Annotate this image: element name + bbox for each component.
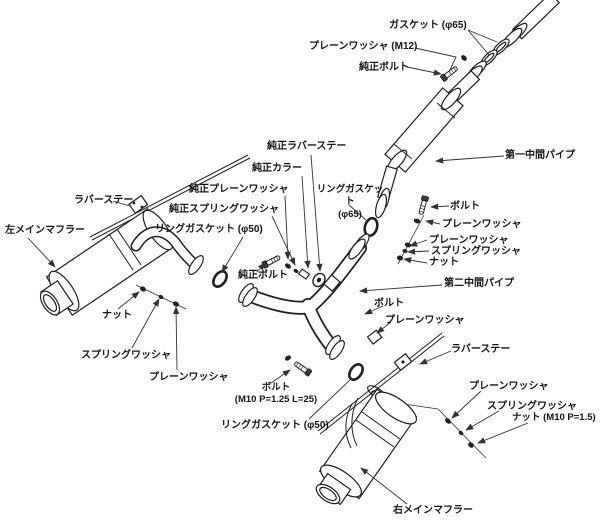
label-left-main-muffler: 左メインマフラー bbox=[5, 225, 85, 236]
left-muffler-inlet-pipe-drawing bbox=[130, 226, 204, 275]
label-oem-plain-washer: 純正プレーンワッシャ bbox=[189, 184, 289, 195]
label-gasket-65: ガスケット (φ65) bbox=[389, 20, 467, 31]
label-oem-bolt-top: 純正ボルト bbox=[359, 62, 409, 73]
flange-fasteners-right-drawing bbox=[396, 195, 430, 265]
leader-lines bbox=[27, 29, 529, 505]
label-bolt-center: ボルト bbox=[374, 298, 404, 309]
label-rubber-stay-right: ラバーステー bbox=[451, 344, 511, 355]
oem-hanger-hardware-drawing bbox=[261, 253, 326, 288]
label-plain-washer-right-1: プレーンワッシャ bbox=[442, 219, 522, 230]
label-ring-gasket-50-left: リングガスケット (φ50) bbox=[155, 224, 263, 235]
right-junction-fasteners-drawing bbox=[396, 402, 487, 459]
label-spring-washer-bottom-left: スプリングワッシャ bbox=[81, 350, 171, 361]
label-plain-washer-right-2: プレーンワッシャ bbox=[429, 235, 509, 246]
first-mid-pipe-drawing bbox=[374, 60, 487, 219]
label-right-main-muffler: 右メインマフラー bbox=[393, 505, 473, 516]
ring-gasket-50-right-drawing bbox=[348, 363, 364, 381]
left-junction-fasteners-drawing bbox=[135, 284, 187, 310]
bolt-m10-drawing bbox=[283, 354, 313, 377]
label-nut-right: ナット bbox=[429, 257, 459, 268]
label-oem-plain-washer-m12: プレーンワッシャ (M12) bbox=[309, 41, 418, 52]
label-oem-rubber-stay: 純正ラバーステー bbox=[267, 141, 347, 152]
label-second-mid-pipe: 第二中間パイプ bbox=[444, 278, 514, 289]
label-ring-gasket-50-bottom: リングガスケット (φ50) bbox=[221, 420, 329, 431]
stay-rod-right-drawing bbox=[317, 329, 445, 435]
label-spring-washer-bottom-right: スプリングワッシャ bbox=[487, 401, 577, 412]
label-nut-m10-bottom-right: ナット (M10 P=1.5) bbox=[512, 412, 596, 423]
label-spring-washer-right: スプリングワッシャ bbox=[431, 246, 521, 257]
label-oem-bolt-center: 純正ボルト bbox=[238, 270, 288, 281]
label-oem-spring-washer: 純正スプリングワッシャ bbox=[169, 204, 279, 215]
second-mid-pipe-drawing bbox=[238, 233, 370, 360]
label-bolt-upper-right: ボルト bbox=[450, 201, 480, 212]
label-rubber-stay-left: ラバーステー bbox=[74, 195, 134, 206]
label-plain-washer-bottom-right: プレーンワッシャ bbox=[469, 381, 549, 392]
label-plain-washer-bottom-left: プレーンワッシャ bbox=[149, 372, 229, 383]
label-bolt-m10-bottom: ボルト (M10 P=1.25 L=25) bbox=[234, 382, 318, 406]
ring-gasket-50-left-drawing bbox=[212, 270, 228, 288]
label-nut-bottom-left: ナット bbox=[102, 310, 132, 321]
label-first-mid-pipe: 第一中間パイプ bbox=[505, 150, 575, 161]
label-ring-gasket-65: リングガスケット (φ65) bbox=[316, 184, 384, 220]
label-plain-washer-center: プレーンワッシャ bbox=[385, 315, 465, 326]
label-oem-collar: 純正カラー bbox=[252, 163, 302, 174]
right-main-muffler-drawing bbox=[315, 385, 418, 506]
